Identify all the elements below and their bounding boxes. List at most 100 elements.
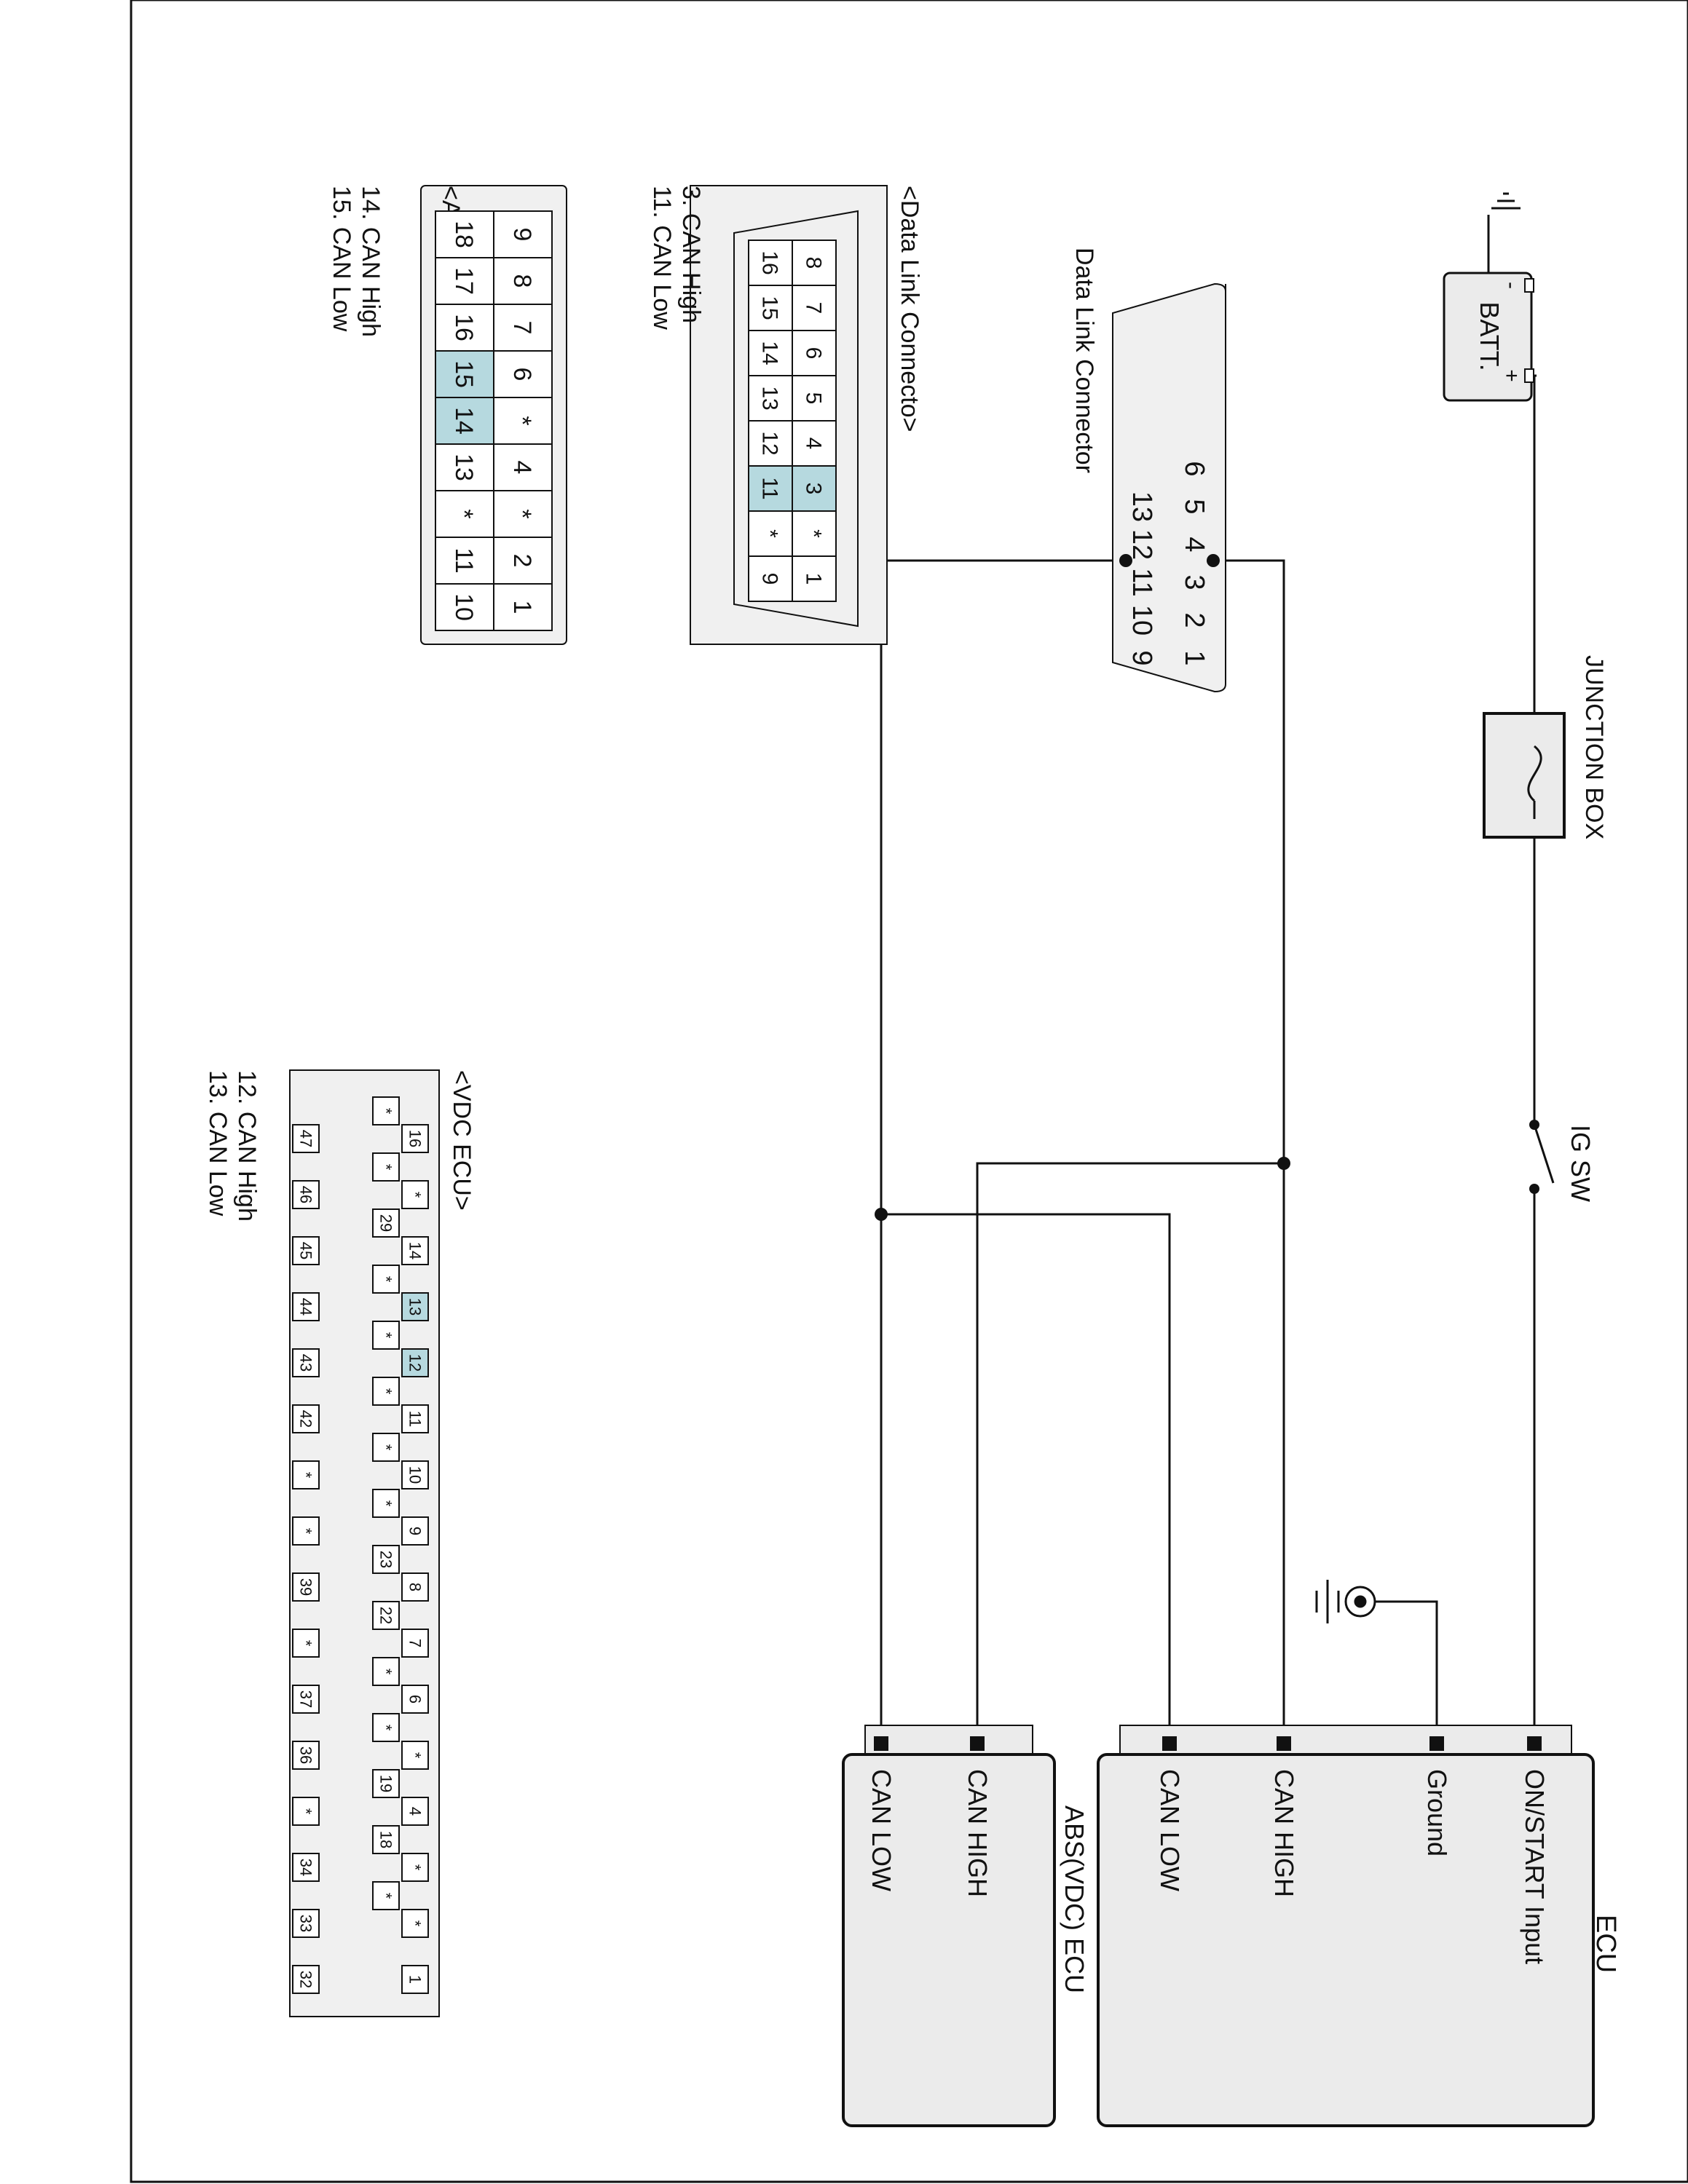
vdc-legend-item: 12. CAN High [233, 1070, 261, 1222]
dlc-legend-item: 3. CAN High [677, 186, 705, 323]
dlc-main-pin-label: 1 [1179, 650, 1210, 665]
afls-pin-cell [435, 583, 494, 631]
vdc-title: <VDC ECU> [448, 1070, 476, 1211]
vdc-pin-top-label: 9 [406, 1527, 424, 1535]
afls-pin-label: 14 [450, 407, 478, 435]
vdc-pin-top-cell [401, 1685, 429, 1714]
vdc-pin-top-label: 8 [406, 1583, 424, 1591]
dlc-pin-label: * [758, 529, 782, 538]
vdc-pin-top-cell [401, 1629, 429, 1658]
dlc-main-pin-label: 6 [1179, 461, 1210, 476]
vdc-pin-top-label: 13 [406, 1298, 424, 1315]
vdc-pin-bot-label: * [296, 1472, 315, 1479]
vdc-pin-bot-cell [292, 1180, 320, 1209]
dlc-main-pin-label: 5 [1179, 499, 1210, 514]
dlc-main-pin-label: 10 [1127, 605, 1157, 636]
vdc-pin-mid-label: * [376, 1500, 395, 1507]
vdc-pin-bot-cell [292, 1292, 320, 1321]
battery: BATT. - + [1443, 272, 1534, 402]
vdc-pin-top-cell [401, 1180, 429, 1209]
ecu-pin-terminal [1429, 1736, 1444, 1751]
vdc-pin-bot-cell [292, 1853, 320, 1882]
afls-pin-label: 6 [508, 368, 536, 381]
vdc-pin-bot-cell [292, 1685, 320, 1714]
abs-pin-label: CAN LOW [867, 1769, 896, 1891]
afls-pin-label: 2 [508, 554, 536, 568]
vdc-pin-bot-label: 47 [296, 1130, 315, 1147]
vdc-pin-mid-cell [372, 1657, 400, 1686]
vdc-pin-mid-cell [372, 1433, 400, 1462]
vdc-pin-mid-label: * [376, 1332, 395, 1339]
dlc-pin-label: 4 [802, 438, 826, 450]
vdc-pin-mid-label: 29 [376, 1214, 395, 1232]
vdc-pin-mid-cell [372, 1769, 400, 1798]
vdc-pin-bot-label: 46 [296, 1186, 315, 1203]
ecu-pin-label: ON/START Input [1520, 1769, 1550, 1964]
dlc-pin-label: 15 [758, 296, 782, 320]
vdc-pin-bot-label: 36 [296, 1746, 315, 1764]
dlc-pin-cell [748, 555, 793, 602]
vdc-pin-mid-label: 23 [376, 1551, 395, 1568]
vdc-pin-bot-label: 43 [296, 1354, 315, 1372]
vdc-pin-bot-label: 45 [296, 1242, 315, 1259]
vdc-pin-bot-cell [292, 1572, 320, 1602]
dlc-pin-label: 5 [802, 392, 826, 405]
wire-can-high [1213, 559, 1285, 1744]
vdc-pin-top-cell [401, 1572, 429, 1602]
vdc-pin-bot-cell [292, 1124, 320, 1153]
dlc-main-pin-label: 9 [1127, 650, 1157, 665]
vdc-pin-top-label: 6 [406, 1695, 424, 1704]
afls-pin-label: * [508, 509, 536, 518]
ground-symbol [1315, 1580, 1376, 1623]
vdc-pin-mid-cell [372, 1545, 400, 1574]
vdc-pin-top-label: * [406, 1864, 424, 1871]
vdc-pin-top-label: 12 [406, 1354, 424, 1372]
dlc-pin-label: 6 [802, 347, 826, 360]
vdc-pin-bot-label: 37 [296, 1690, 315, 1708]
dlc-pin-label: 8 [802, 257, 826, 269]
afls-pin-label: 4 [508, 461, 536, 475]
afls-pin-label: 1 [508, 601, 536, 614]
wire-power [1531, 374, 1537, 1744]
ecu-pin-label: CAN LOW [1155, 1769, 1185, 1891]
vdc-pin-bot-cell [292, 1404, 320, 1433]
afls-pin-label: 11 [450, 547, 478, 573]
vdc-pin-top-cell [401, 1348, 429, 1377]
vdc-pin-bot-label: * [296, 1640, 315, 1647]
ig-sw-label: IG SW [1566, 1125, 1596, 1202]
dlc-pin-label: 9 [758, 573, 782, 585]
afls-pin-label: 8 [508, 274, 536, 288]
abs-pin-terminal [874, 1736, 888, 1751]
dlc-main-pin-label: 12 [1127, 529, 1157, 560]
dlc-main-pin-label: 2 [1179, 612, 1210, 628]
dlc-pin-label: 1 [802, 573, 826, 585]
batt-label: BATT. [1475, 301, 1504, 371]
vdc-pin-mid-cell [372, 1377, 400, 1406]
vdc-pin-mid-cell [372, 1321, 400, 1350]
afls-pin-label: 15 [450, 360, 478, 388]
vdc-pin-bot-label: 34 [296, 1859, 315, 1876]
vdc-pin-bot-label: 42 [296, 1410, 315, 1428]
vdc-legend-item: 13. CAN Low [204, 1070, 232, 1216]
afls-pin-label: 7 [508, 321, 536, 335]
dlc-pin-label: 13 [758, 386, 782, 410]
vdc-pin-mid-label: * [376, 1276, 395, 1283]
dlc-pin-label: 14 [758, 341, 782, 365]
vdc-pin-top-label: * [406, 1920, 424, 1927]
vdc-pin-top-label: 7 [406, 1639, 424, 1647]
ecu-pin-terminal [1162, 1736, 1177, 1751]
vdc-pin-mid-label: 22 [376, 1607, 395, 1624]
afls-pin-label: 13 [450, 454, 478, 481]
vdc-pin-bot-label: 33 [296, 1915, 315, 1932]
fuse-icon [1527, 745, 1542, 819]
ecu-box: ECU [1097, 1725, 1621, 2127]
page-frame [130, 0, 1688, 2183]
vdc-pin-mid-label: * [376, 1108, 395, 1115]
vdc-pin-top-cell [401, 1236, 429, 1265]
data-link-connector-face: Data Link Connector [1070, 248, 1226, 693]
